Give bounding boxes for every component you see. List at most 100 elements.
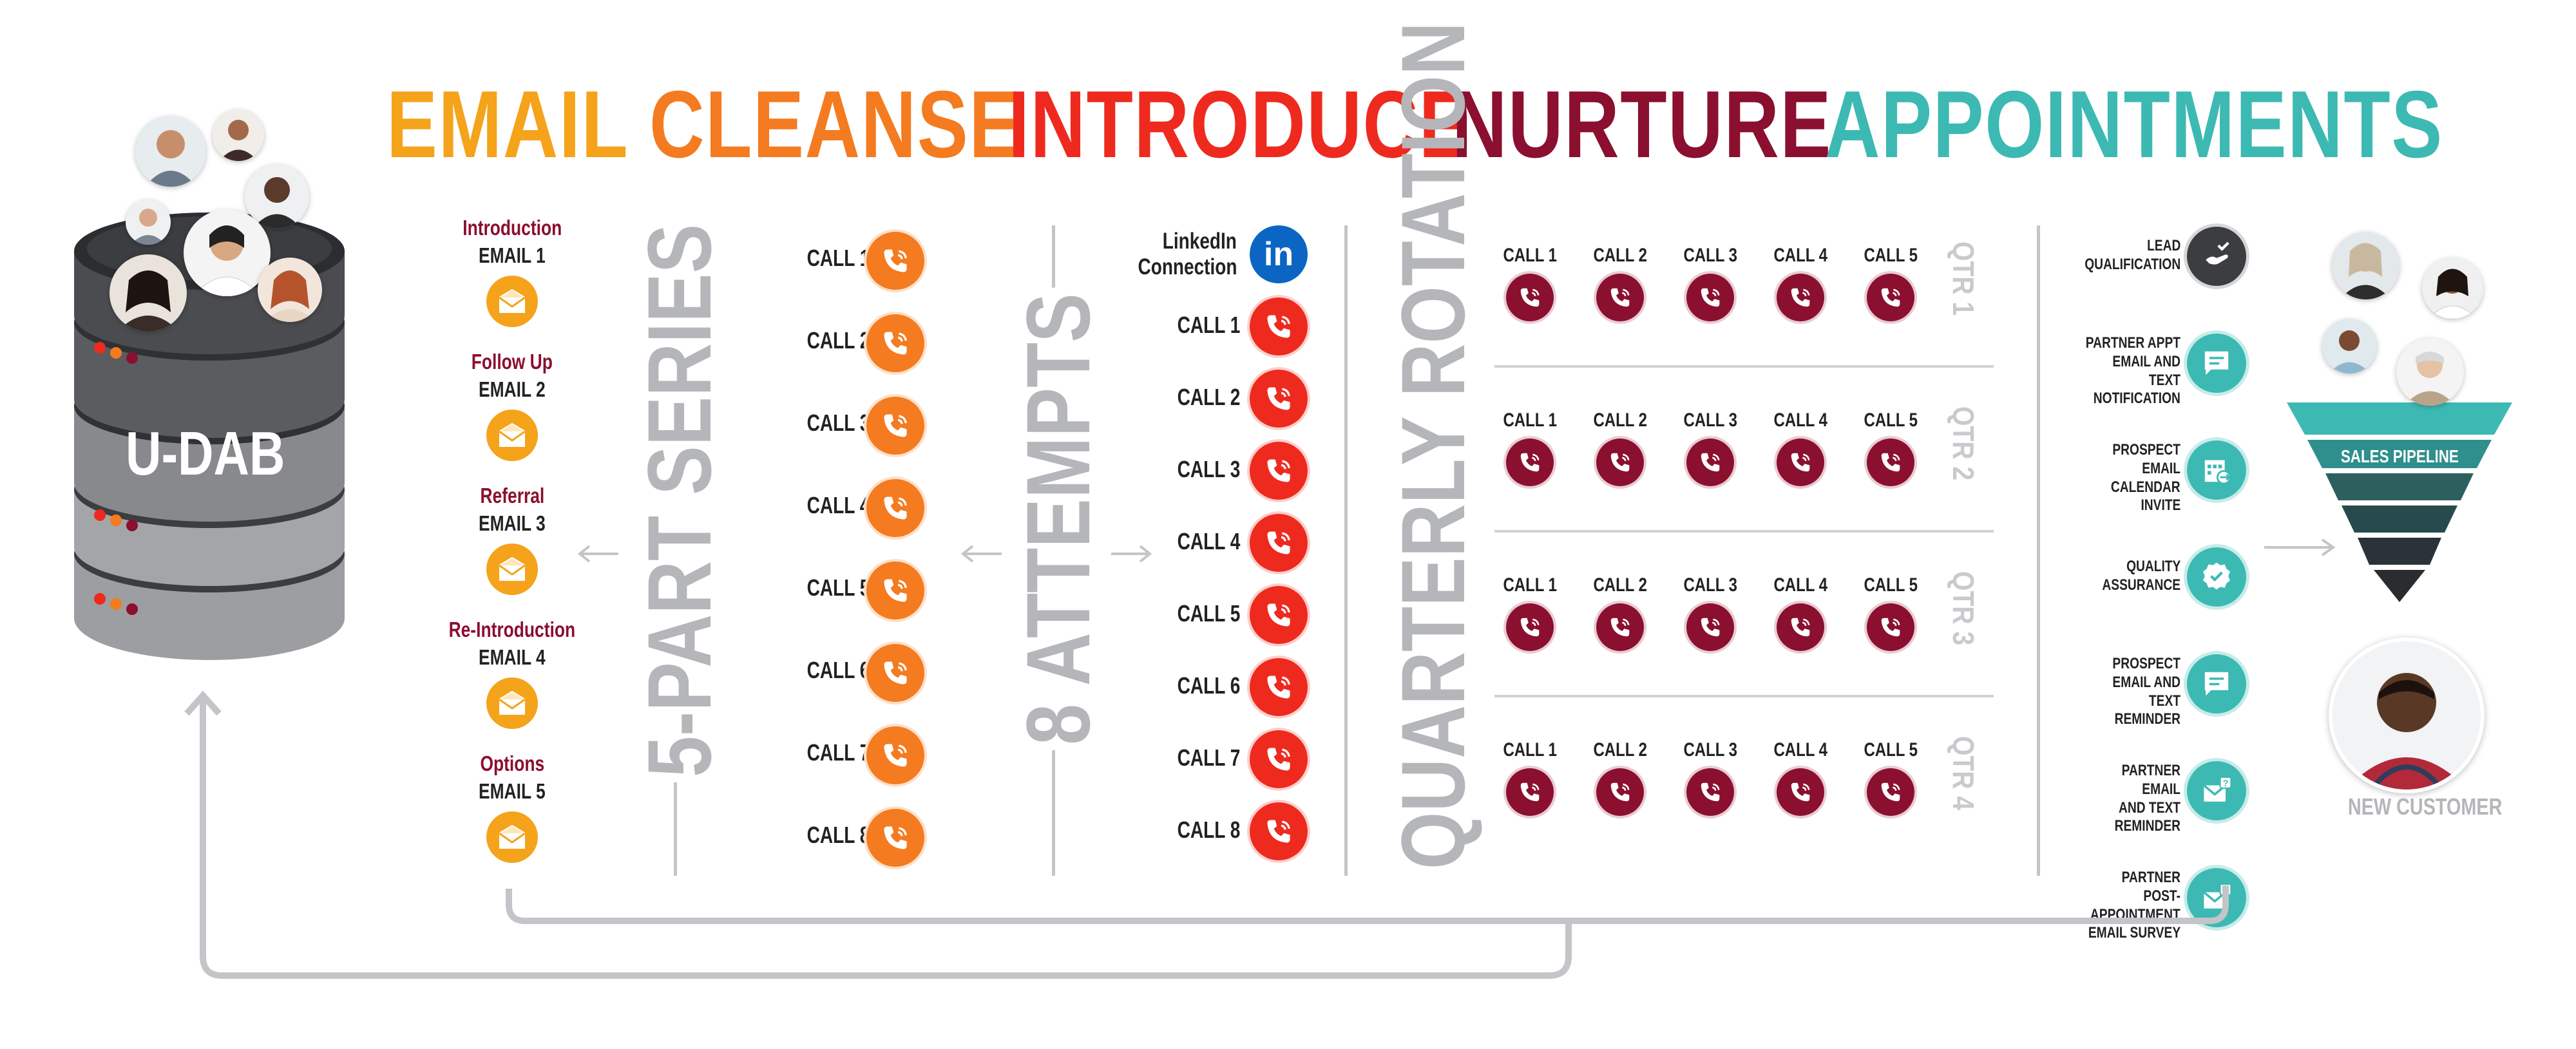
call-label-text: CALL 2 xyxy=(1177,384,1240,410)
phone-icon xyxy=(866,314,924,372)
envelope-icon xyxy=(486,410,538,461)
call-label: CALL 5 xyxy=(1842,739,1939,761)
call-label-text: CALL 5 xyxy=(1177,600,1240,627)
phone-icon xyxy=(1686,768,1734,816)
call-label-text: CALL 1 xyxy=(1177,312,1240,338)
email-step-title: Follow Up xyxy=(471,350,553,373)
appointment-step-line: QUALITY xyxy=(2126,558,2180,575)
call-label: CALL 6 xyxy=(1134,672,1240,699)
contact-avatar xyxy=(258,258,322,322)
phone-icon xyxy=(1686,274,1734,321)
phone-icon xyxy=(1250,514,1308,572)
call-label: CALL 2 xyxy=(1134,384,1240,411)
svg-text:?: ? xyxy=(2223,885,2229,895)
phone-icon xyxy=(1596,439,1644,486)
svg-text:?: ? xyxy=(2223,778,2229,788)
arrow-left-icon xyxy=(577,545,618,563)
email-step-number: EMAIL 5 xyxy=(479,779,546,803)
appointment-step-line: INVITE xyxy=(2141,496,2180,515)
appointment-step-line: LEAD xyxy=(2146,237,2180,254)
email-step-number: EMAIL 3 xyxy=(479,511,546,535)
call-label-text: CALL 3 xyxy=(1683,574,1737,596)
email-step-title: Referral xyxy=(480,484,544,507)
call-label: CALL 1 xyxy=(1482,574,1578,596)
call-label: CALL 7 xyxy=(1134,744,1240,771)
stage-nurture-heading: NURTURE xyxy=(1452,71,1833,178)
call-label-text: CALL 1 xyxy=(1503,739,1557,761)
contact-avatar xyxy=(2396,338,2464,406)
appointment-step-line: EMAIL SURVEY xyxy=(2088,924,2180,942)
call-label: CALL 1 xyxy=(1482,410,1578,431)
phone-icon xyxy=(1596,603,1644,651)
call-label-text: CALL 3 xyxy=(1177,456,1240,482)
call-label-text: CALL 7 xyxy=(1177,744,1240,771)
call-label: CALL 8 xyxy=(767,822,870,849)
call-label-text: CALL 1 xyxy=(1503,410,1557,431)
appointment-step-line: EMAIL AND TEXT xyxy=(2112,673,2180,710)
mail-question-icon: ? xyxy=(2187,761,2246,820)
phone-icon xyxy=(1867,439,1914,486)
arrow-right-icon xyxy=(1111,545,1152,563)
call-label-text: CALL 4 xyxy=(1773,245,1827,266)
arrow-left-icon xyxy=(960,545,1002,563)
contact-avatar xyxy=(126,200,171,245)
appointment-step-line: PARTNER APPT xyxy=(2085,334,2180,352)
phone-icon xyxy=(1250,730,1308,788)
divider-line xyxy=(1494,365,1994,368)
call-label-text: CALL 3 xyxy=(806,410,870,436)
arrow-right-icon xyxy=(2264,538,2336,556)
message-icon xyxy=(2187,334,2246,393)
call-label: CALL 1 xyxy=(1482,739,1578,761)
appointment-step-line: PARTNER POST- xyxy=(2121,869,2180,905)
call-label: CALL 3 xyxy=(1662,739,1759,761)
email-step-number: EMAIL 2 xyxy=(479,377,546,401)
phone-icon xyxy=(1506,439,1554,486)
linkedin-connection-label: LinkedIn Connection xyxy=(1138,229,1237,280)
appointment-step-line: ASSURANCE xyxy=(2102,576,2180,594)
phone-icon xyxy=(1506,603,1554,651)
call-label-text: CALL 1 xyxy=(1503,245,1557,266)
calendar-icon xyxy=(2187,440,2246,500)
database-label: U-DAB xyxy=(126,419,285,488)
call-label-text: CALL 5 xyxy=(1864,739,1918,761)
phone-icon xyxy=(1250,586,1308,644)
call-label-text: CALL 6 xyxy=(806,657,870,683)
call-label-text: CALL 2 xyxy=(1593,574,1647,596)
appointment-step-line: NOTIFICATION xyxy=(2093,390,2180,408)
call-label: CALL 1 xyxy=(1482,245,1578,267)
divider-line xyxy=(1494,530,1994,533)
call-label-text: CALL 3 xyxy=(1683,739,1737,761)
phone-icon xyxy=(866,809,924,867)
new-customer-avatar xyxy=(2329,638,2485,793)
contact-avatar xyxy=(245,164,309,229)
phone-icon xyxy=(1250,370,1308,428)
phone-icon xyxy=(1250,298,1308,355)
call-label: CALL 4 xyxy=(1752,574,1849,596)
email-step-number: EMAIL 4 xyxy=(479,645,546,669)
phone-icon xyxy=(866,726,924,784)
envelope-icon xyxy=(486,811,538,863)
handshake-icon xyxy=(2187,227,2246,286)
call-label-text: CALL 4 xyxy=(1773,410,1827,431)
call-label: CALL 3 xyxy=(1134,456,1240,483)
call-label-text: CALL 4 xyxy=(1773,574,1827,596)
phone-icon xyxy=(866,562,924,619)
call-label-text: CALL 5 xyxy=(806,574,870,601)
call-label: CALL 4 xyxy=(1134,528,1240,555)
phone-icon xyxy=(1686,439,1734,486)
rotation-vertical-label: QUARTERLY ROTATION xyxy=(1382,22,1484,869)
call-label-text: CALL 5 xyxy=(1864,574,1918,596)
phone-icon xyxy=(1867,274,1914,321)
call-label-text: CALL 3 xyxy=(1683,245,1737,266)
contact-avatar xyxy=(110,254,187,332)
call-label-text: CALL 7 xyxy=(806,739,870,766)
call-label: CALL 3 xyxy=(1662,574,1759,596)
call-label: CALL 3 xyxy=(1662,410,1759,431)
email-step-title: Introduction xyxy=(463,216,562,240)
contact-avatar xyxy=(213,109,264,161)
series-vertical-label: 5-PART SERIES xyxy=(629,218,730,783)
call-label: CALL 4 xyxy=(1752,245,1849,267)
call-label: CALL 3 xyxy=(1662,245,1759,267)
